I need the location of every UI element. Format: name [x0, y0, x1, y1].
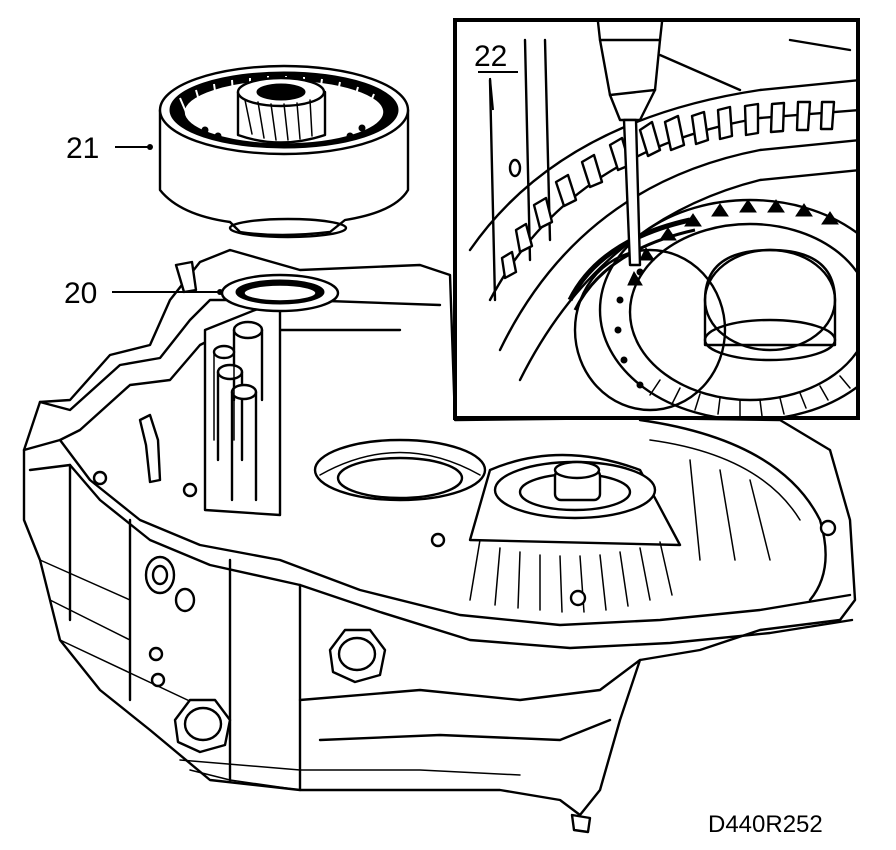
figure-code: D440R252 [708, 811, 823, 838]
callout-label-20: 20 [64, 277, 97, 310]
detail-inset [453, 18, 860, 420]
washer-part-20 [220, 273, 340, 313]
drum-part-21 [158, 64, 410, 239]
callout-leaders [112, 71, 518, 295]
callout-label-22: 22 [474, 40, 507, 73]
transmission-housing [22, 248, 857, 834]
callout-label-21: 21 [66, 132, 99, 165]
